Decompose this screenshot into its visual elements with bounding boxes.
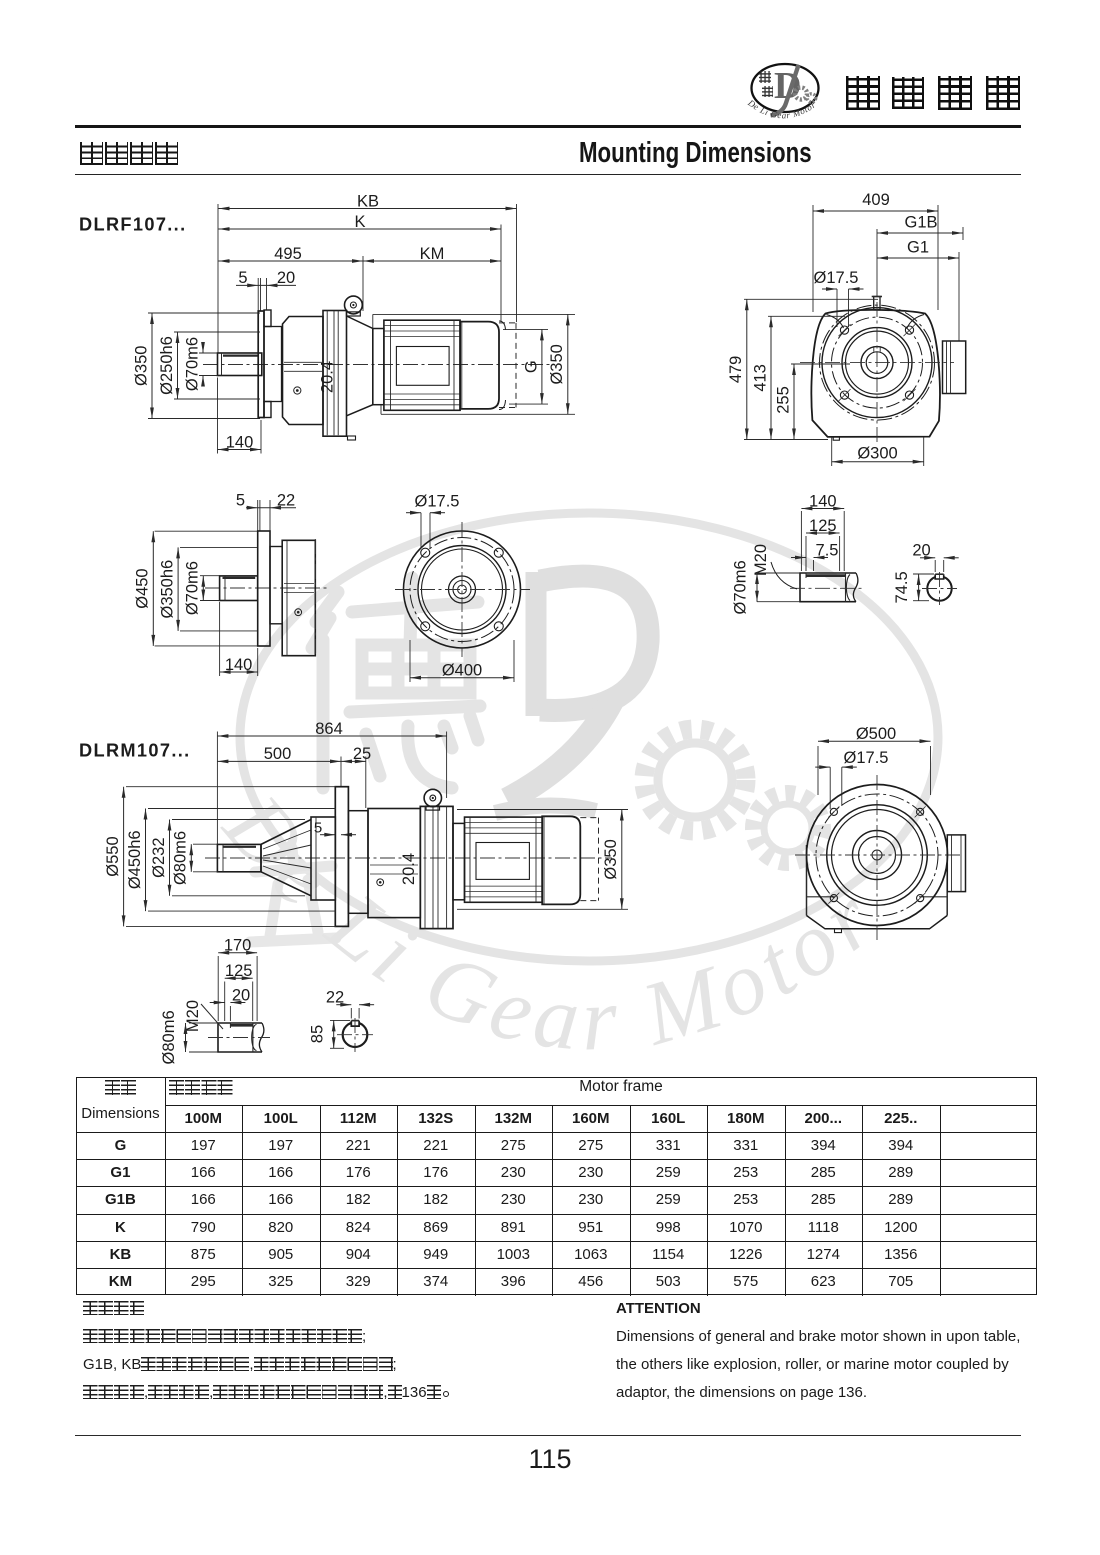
svg-text:500: 500 (264, 745, 292, 763)
svg-text:DLRM107...: DLRM107... (79, 741, 191, 761)
svg-text:20: 20 (232, 986, 250, 1004)
svg-text:413: 413 (751, 364, 769, 392)
svg-text:409: 409 (862, 191, 890, 209)
svg-text:Ø70m6: Ø70m6 (184, 561, 202, 615)
svg-text:Ø80m6: Ø80m6 (172, 831, 190, 885)
svg-text:KM: KM (420, 245, 445, 263)
svg-text:25: 25 (353, 745, 371, 763)
svg-text:Ø300: Ø300 (857, 445, 897, 463)
svg-text:140: 140 (809, 492, 837, 510)
svg-text:Ø70m6: Ø70m6 (184, 337, 202, 391)
svg-text:Ø80m6: Ø80m6 (160, 1010, 178, 1064)
svg-text:Ø70m6: Ø70m6 (732, 560, 750, 614)
svg-text:Ø350: Ø350 (132, 346, 150, 386)
svg-text:Ø17.5: Ø17.5 (814, 269, 859, 287)
svg-text:Ø450h6: Ø450h6 (126, 830, 144, 889)
svg-text:Ø500: Ø500 (856, 725, 896, 743)
svg-text:KB: KB (357, 192, 379, 210)
svg-text:125: 125 (809, 517, 837, 535)
svg-text:G1: G1 (907, 239, 929, 257)
svg-text:22: 22 (277, 492, 295, 510)
svg-text:22: 22 (326, 989, 344, 1007)
svg-text:7.5: 7.5 (816, 541, 839, 559)
svg-text:85: 85 (309, 1025, 327, 1043)
svg-text:125: 125 (225, 962, 253, 980)
svg-text:Ø350: Ø350 (602, 839, 620, 879)
svg-text:864: 864 (315, 720, 343, 738)
svg-text:495: 495 (274, 245, 302, 263)
svg-text:Ø350: Ø350 (548, 344, 566, 384)
svg-text:Ø232: Ø232 (150, 837, 168, 877)
svg-text:Ø17.5: Ø17.5 (415, 493, 460, 511)
svg-text:479: 479 (727, 356, 745, 384)
svg-text:G1B: G1B (904, 214, 937, 232)
svg-text:20.4: 20.4 (319, 361, 337, 393)
svg-text:Ø450: Ø450 (134, 568, 152, 608)
svg-text:5: 5 (238, 269, 247, 287)
svg-text:Ø350h6: Ø350h6 (159, 560, 177, 619)
svg-text:Ø250h6: Ø250h6 (158, 336, 176, 395)
svg-text:DLRF107...: DLRF107... (79, 215, 187, 235)
svg-text:Ø17.5: Ø17.5 (844, 749, 889, 767)
svg-text:M20: M20 (752, 544, 770, 576)
svg-text:Ø400: Ø400 (442, 662, 482, 680)
svg-text:20: 20 (277, 269, 295, 287)
svg-text:20: 20 (912, 542, 930, 560)
svg-text:G: G (523, 360, 541, 373)
svg-text:M20: M20 (184, 1000, 202, 1032)
svg-text:5: 5 (236, 492, 245, 510)
svg-text:140: 140 (226, 433, 254, 451)
svg-text:20.4: 20.4 (400, 853, 418, 885)
svg-text:Ø550: Ø550 (104, 836, 122, 876)
svg-text:5: 5 (314, 819, 322, 836)
svg-text:140: 140 (225, 656, 253, 674)
svg-text:255: 255 (774, 386, 792, 414)
svg-text:74.5: 74.5 (893, 571, 911, 603)
svg-text:K: K (354, 213, 365, 231)
svg-text:170: 170 (224, 937, 252, 955)
